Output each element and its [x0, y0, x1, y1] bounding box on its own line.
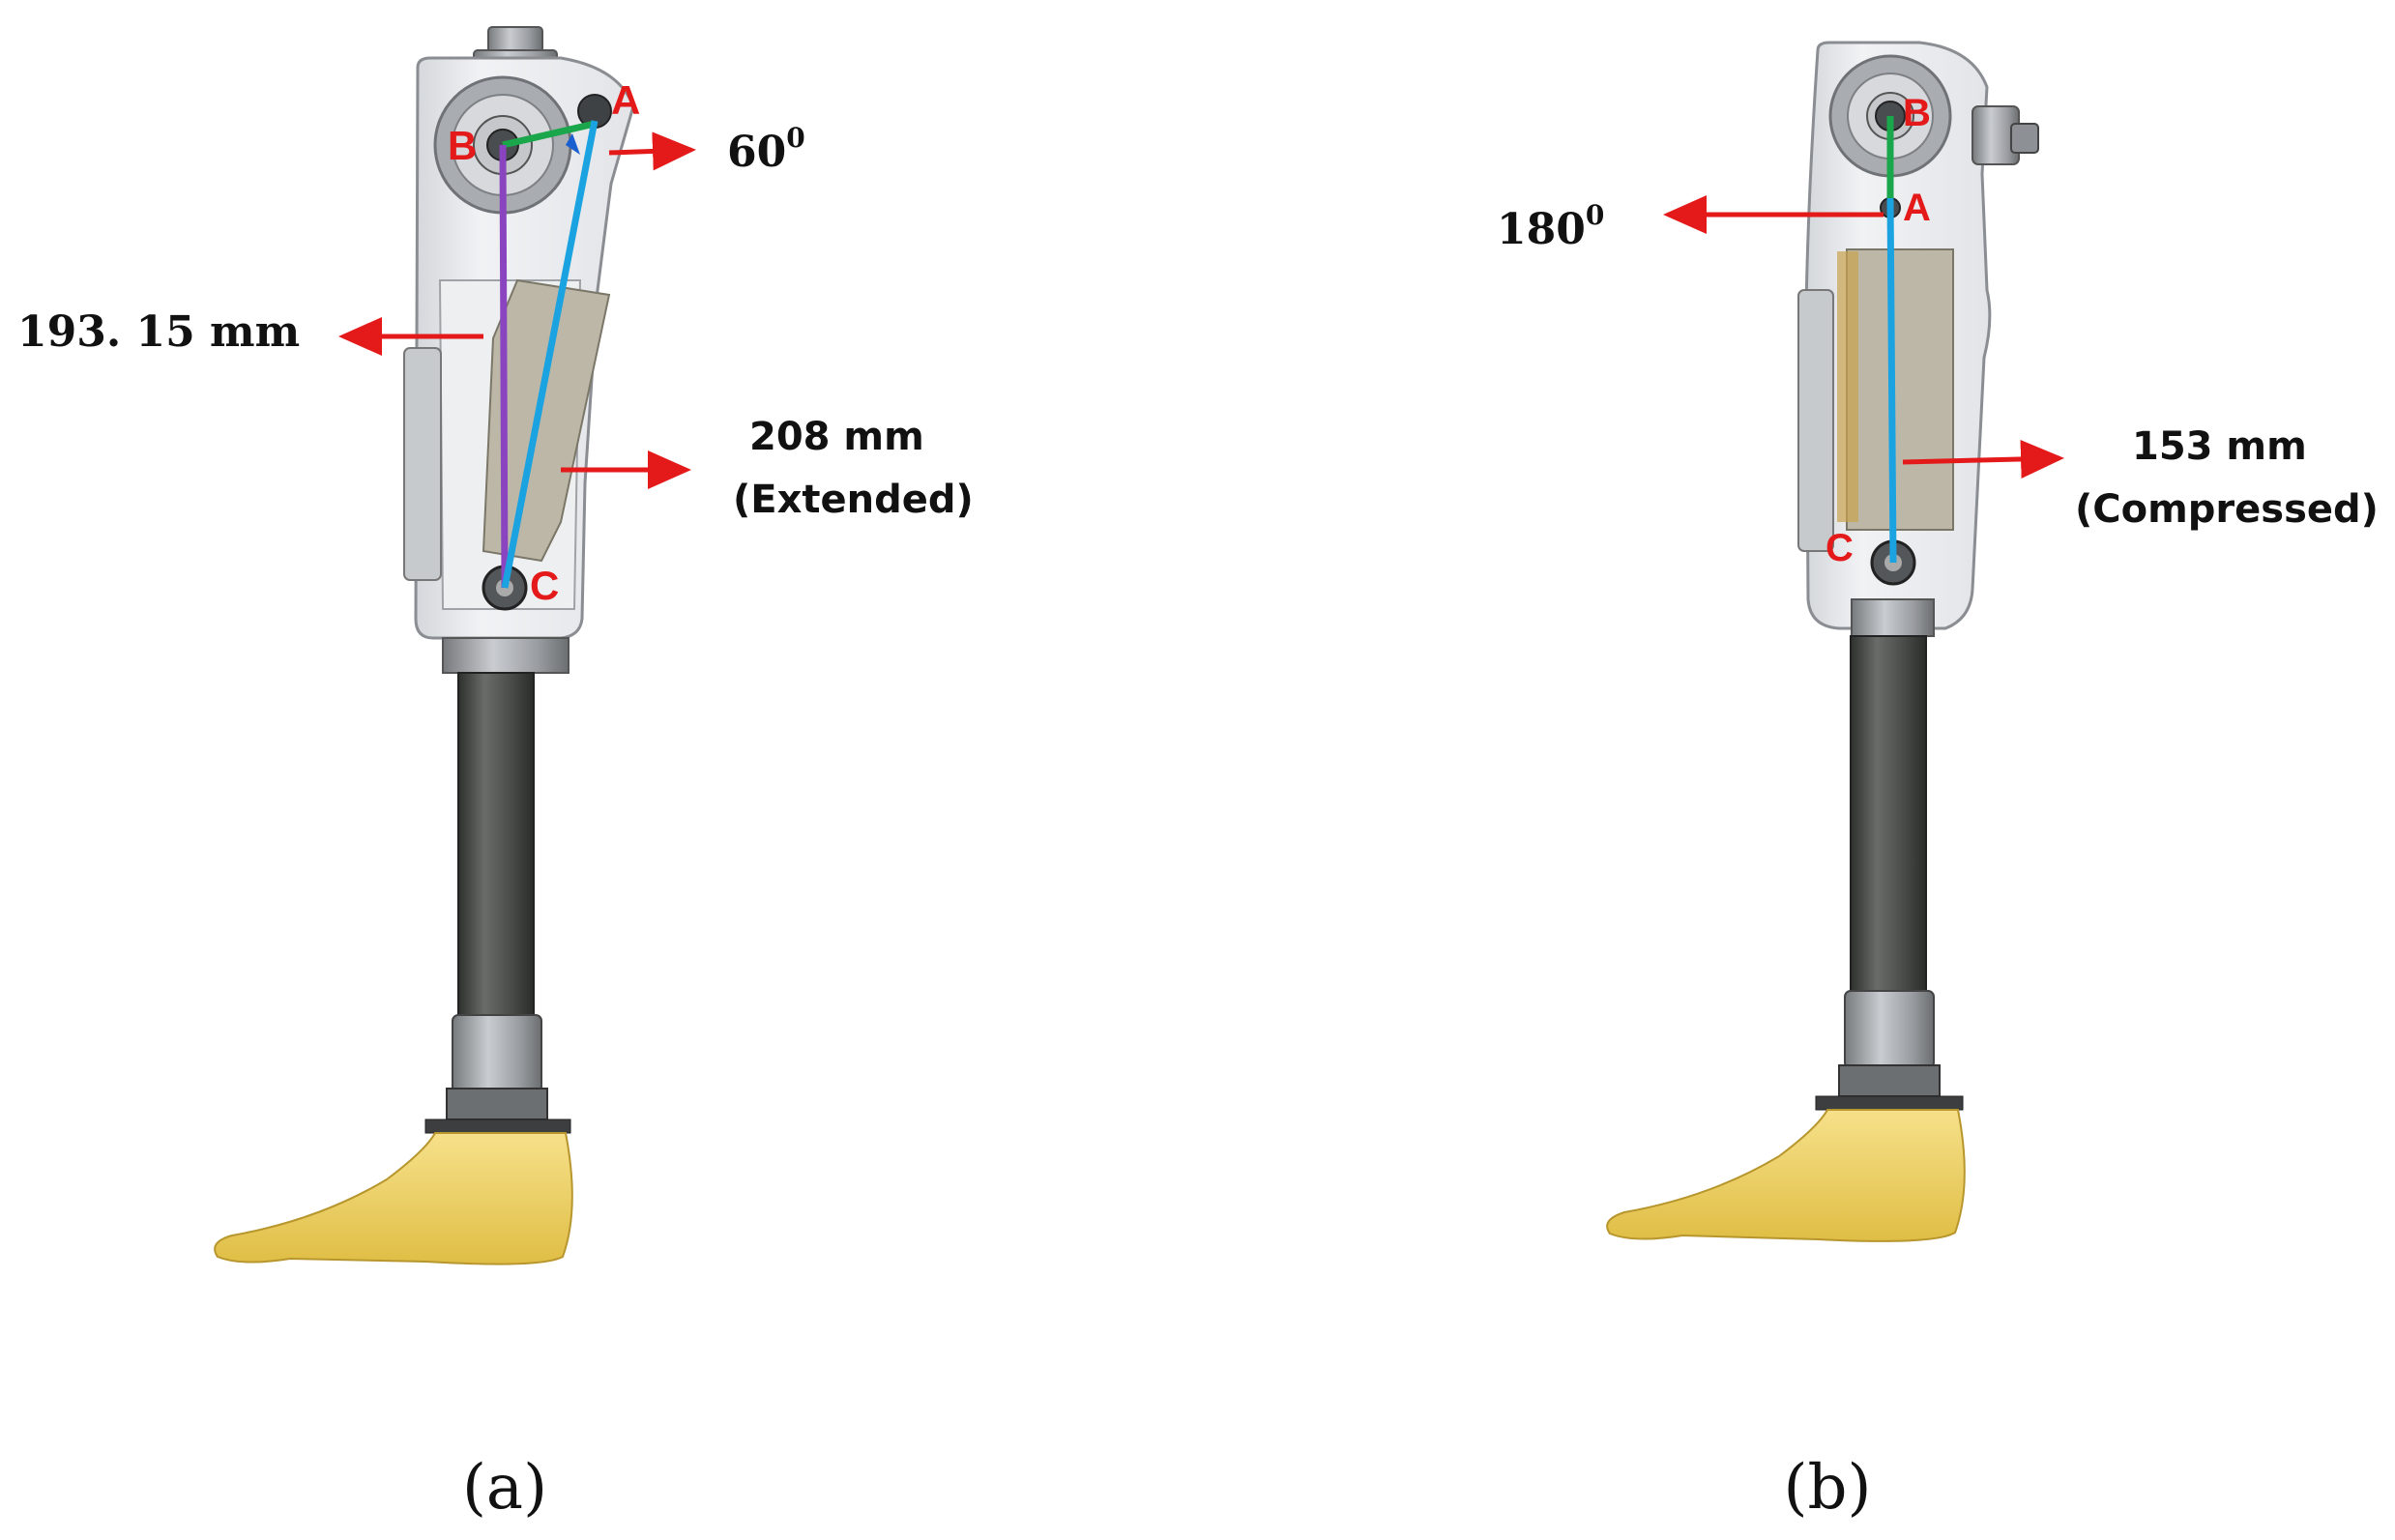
knee-base — [1851, 598, 1935, 637]
actuator-detail — [1837, 251, 1858, 522]
angle-marker — [566, 133, 580, 155]
point-c-label: C — [1825, 527, 1854, 569]
panel-a: A B C 600 193. 15 mm 208 mm (Extended) (… — [17, 26, 974, 1524]
ankle-clamp — [452, 1014, 542, 1093]
pylon — [457, 672, 535, 1022]
pylon — [1850, 635, 1927, 995]
link-ac — [1886, 197, 1897, 564]
point-a-label: A — [1903, 187, 1931, 229]
prosthetic-foot — [214, 1132, 573, 1265]
angle-label: 1800 — [1497, 199, 1604, 254]
side-rail — [1797, 289, 1834, 552]
actuator-length-arrow — [1902, 439, 2064, 479]
link-ac — [501, 120, 599, 589]
ankle-clamp — [1844, 990, 1935, 1069]
actuator-length-label: 153 mm — [2132, 424, 2307, 469]
panel-b-caption: (b) — [1784, 1452, 1872, 1524]
angle-arrow — [608, 131, 696, 171]
prosthetic-foot — [1606, 1109, 1966, 1242]
side-rail — [403, 347, 442, 581]
actuator-housing — [482, 278, 611, 563]
actuator-state-label: (Extended) — [733, 478, 974, 522]
actuator-housing — [1846, 248, 1954, 531]
ankle-adapter — [1838, 1064, 1941, 1097]
knee-base — [442, 637, 570, 674]
point-b-label: B — [1903, 92, 1931, 134]
actuator-length-label: 208 mm — [749, 415, 924, 459]
actuator-state-label: (Compressed) — [2075, 487, 2379, 532]
point-a-label: A — [611, 77, 640, 123]
side-connector — [1971, 105, 2039, 165]
angle-label: 600 — [727, 122, 805, 177]
ankle-plate — [1815, 1095, 1964, 1111]
point-c-label: C — [530, 563, 559, 608]
panel-b: B A C 1800 153 mm (Compressed) (b) — [1497, 41, 2379, 1524]
point-b-label: B — [448, 123, 477, 168]
link-bc — [499, 144, 509, 589]
link-ab — [502, 120, 596, 149]
ankle-plate — [424, 1119, 571, 1134]
ankle-adapter — [446, 1088, 548, 1120]
link-length-label: 193. 15 mm — [17, 307, 300, 357]
panel-a-caption: (a) — [462, 1452, 547, 1524]
